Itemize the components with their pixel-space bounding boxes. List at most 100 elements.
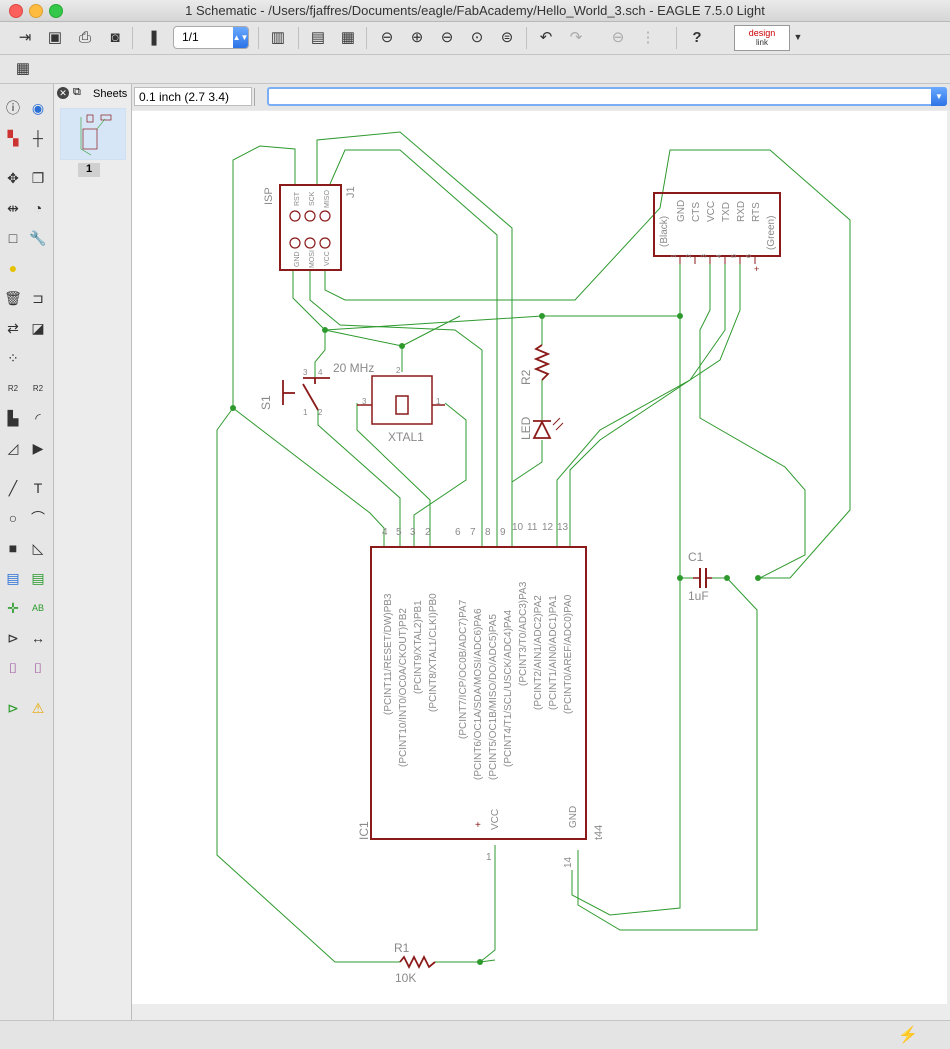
rotate-icon[interactable]: ◔ [33,200,43,216]
ftdi-label: RTS [751,202,762,222]
junction-icon[interactable]: ✛ [7,599,19,616]
zoom-redraw-icon[interactable]: ⊙ [470,29,484,46]
stop-icon[interactable]: ⊖ [611,29,625,46]
arc-icon[interactable]: ⌒ [31,510,45,526]
attribute-icon[interactable]: ⊳ [7,629,19,646]
isp-header[interactable]: ISP J1 RST SCK MISO GND MOSI VCC [263,184,357,271]
switch-pin-label: 2 [318,408,323,417]
frame-icon[interactable]: ⌷ [8,659,18,676]
invoke-icon[interactable]: ▶ [32,439,44,456]
led[interactable]: LED [519,416,564,440]
sheet-select-value: 1/1 [182,30,199,44]
go-icon[interactable]: ⋮ [640,29,656,46]
delete-icon[interactable]: 🗑 [4,289,22,306]
name-icon[interactable]: R2 [7,383,19,393]
module-icon[interactable]: ⌷ [33,659,43,676]
ic-pin-label: (PCINT7/ICP/OC0B/ADC7)PA7 [458,599,469,739]
bus-icon[interactable]: ▤ [6,569,20,586]
ftdi-header[interactable]: (Black) GND CTS VCC TXD RXD RTS (Green) … [653,192,781,274]
switch-pin-label: 3 [303,368,308,377]
grid-icon[interactable]: ▦ [15,60,31,77]
resistor-r2[interactable]: R2 [519,344,551,385]
zoom-out-icon[interactable]: ⊖ [440,29,454,46]
show-icon[interactable]: ◉ [31,99,45,116]
info-icon[interactable]: ⓘ [6,100,20,116]
miter-icon[interactable]: ◜ [35,409,41,426]
run-ulp-icon[interactable]: ▦ [340,29,356,46]
close-window-button[interactable] [9,4,23,18]
dimension-icon[interactable]: ↔ [31,630,45,646]
switch-s1[interactable]: S1 1 2 3 4 [259,368,330,417]
ftdi-pin-number: 2 [686,254,693,258]
ic-pin-number: 9 [500,527,506,538]
sheet-thumbnail[interactable] [60,108,126,160]
command-input[interactable]: ▼ [267,87,947,106]
ic-attiny44[interactable]: 4 5 3 2 6 7 8 9 10 11 12 13 (PCINT11/RES… [357,522,605,868]
ftdi-pin-number: 6 [746,254,753,258]
cam-processor-icon[interactable]: ◙ [110,28,120,46]
move-icon[interactable]: ✥ [7,169,19,186]
ftdi-label: RXD [736,201,747,222]
add-icon[interactable]: ⊐ [32,289,44,306]
zoom-in-icon[interactable]: ⊕ [410,29,424,46]
mark-icon[interactable]: ┼ [33,130,43,146]
redo-icon[interactable]: ↷ [569,29,583,46]
pinswap-icon[interactable]: ⇄ [7,319,19,336]
float-panel-icon[interactable]: ⧉ [73,86,81,98]
ic-pin-number: 14 [563,856,574,868]
circle-icon[interactable]: ○ [8,510,18,526]
copy-icon[interactable]: ❐ [31,169,45,186]
zoom-fit-icon[interactable]: ⊖ [380,29,394,46]
schematic-canvas[interactable]: ISP J1 RST SCK MISO GND MOSI VCC (Black)… [132,111,947,1004]
save-icon[interactable]: ▣ [47,29,63,46]
led-ref-label: LED [519,416,533,440]
replace-icon[interactable]: ◪ [31,319,45,336]
gateswap-icon[interactable]: ⁘ [7,349,19,366]
capacitor-c1[interactable]: C1 1uF [688,550,712,603]
resistor-r1[interactable]: R1 10K [394,941,436,985]
ftdi-pin-number: 4 [716,254,723,258]
change-icon[interactable]: 🔧 [29,229,47,246]
mirror-icon[interactable]: ⇹ [7,199,19,216]
erc-icon[interactable]: ⊳ [7,699,19,716]
paste-icon[interactable]: ● [8,260,18,276]
zoom-window-button[interactable] [49,4,63,18]
text-icon[interactable]: T [33,480,43,496]
status-bar: ⚡ [0,1020,950,1049]
split-icon[interactable]: ◿ [7,439,19,456]
undo-icon[interactable]: ↶ [539,29,553,46]
lightning-icon[interactable]: ⚡ [898,1027,918,1044]
chevron-down-icon[interactable]: ▼ [793,32,803,42]
crystal-xtal1[interactable]: 20 MHz XTAL1 1 2 3 [333,361,445,444]
isp-ref-label: J1 [345,186,357,198]
ftdi-label: VCC [706,201,717,222]
rect-icon[interactable]: ■ [8,540,18,556]
ic-vcc-label: VCC [490,809,501,830]
value-icon[interactable]: R2 [32,383,44,393]
crystal-value-label: 20 MHz [333,361,374,375]
minimize-window-button[interactable] [29,4,43,18]
isp-pin-label: VCC [324,251,331,266]
ic-pin-label: (PCINT1/AIN0/ADC1)PA1 [548,595,559,710]
group-icon[interactable]: □ [8,230,18,246]
display-layers-icon[interactable]: ▚ [7,129,19,146]
open-file-icon[interactable]: ⇥ [18,29,32,46]
sheet-icon[interactable]: ❚ [147,29,161,46]
sheet-select[interactable]: 1/1 ▲▼ [173,26,249,49]
chevron-down-icon[interactable]: ▼ [931,87,947,106]
designlink-button[interactable]: design link [734,25,790,51]
smash-icon[interactable]: ▙ [7,409,19,426]
errors-icon[interactable]: ⚠ [31,699,45,716]
polygon-icon[interactable]: ◺ [32,539,44,556]
help-icon[interactable]: ? [692,28,702,46]
wire-icon[interactable]: ╱ [8,479,18,496]
net-icon[interactable]: ▤ [31,569,45,586]
zoom-select-icon[interactable]: ⊜ [500,29,514,46]
print-icon[interactable]: ⎙ [78,28,91,46]
ic-origin-marker: + [475,820,481,831]
use-library-icon[interactable]: ▥ [270,29,286,46]
script-icon[interactable]: ▤ [310,29,326,46]
close-panel-icon[interactable]: ✕ [57,87,69,99]
label-icon[interactable]: AB [31,603,44,613]
isp-pin-label: MISO [324,190,331,208]
